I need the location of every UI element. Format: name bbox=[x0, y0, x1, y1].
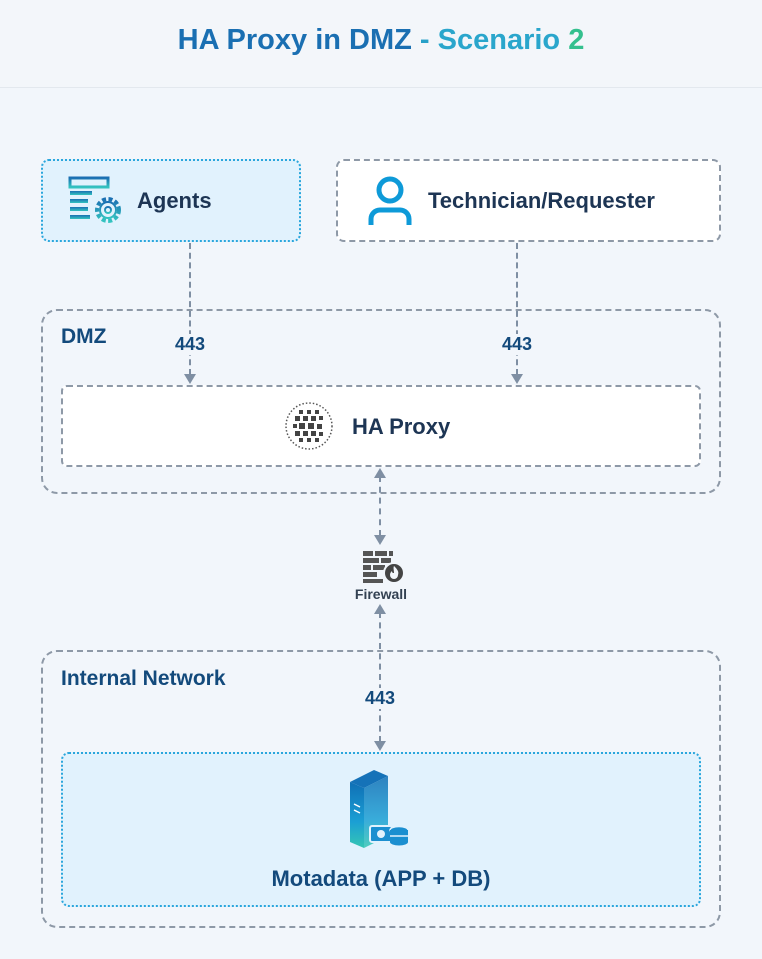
haproxy-logo-icon bbox=[285, 402, 333, 450]
proxy-firewall-connector bbox=[379, 476, 381, 536]
firewall-server-connector bbox=[379, 612, 381, 742]
user-icon bbox=[368, 176, 412, 225]
dmz-label: DMZ bbox=[61, 325, 107, 348]
agents-node[interactable]: Agents bbox=[41, 159, 301, 242]
title-scenario: Scenario bbox=[437, 24, 569, 56]
motadata-server-label: Motadata (APP + DB) bbox=[271, 866, 491, 891]
agents-connector bbox=[189, 243, 191, 375]
firewall-label: Firewall bbox=[354, 586, 408, 602]
title-main: HA Proxy in DMZ bbox=[177, 24, 412, 56]
arrow-down-icon bbox=[374, 741, 386, 751]
internal-network-zone bbox=[41, 650, 721, 928]
arrow-up-icon bbox=[374, 604, 386, 614]
agents-label: Agents bbox=[137, 188, 212, 213]
port-label: 443 bbox=[362, 688, 398, 709]
port-label: 443 bbox=[172, 334, 208, 355]
ha-proxy-node[interactable]: HA Proxy bbox=[61, 385, 701, 467]
title-number: 2 bbox=[568, 24, 585, 56]
motadata-server-node[interactable]: Motadata (APP + DB) bbox=[61, 752, 701, 907]
arrow-down-icon bbox=[511, 374, 523, 384]
header bbox=[0, 0, 762, 88]
ha-proxy-label: HA Proxy bbox=[352, 414, 451, 439]
dmz-zone bbox=[41, 309, 721, 494]
agents-gear-icon bbox=[68, 176, 121, 223]
technician-requester-label: Technician/Requester bbox=[428, 188, 655, 213]
title-separator: - bbox=[411, 24, 438, 56]
internal-network-label: Internal Network bbox=[61, 667, 226, 690]
server-database-icon bbox=[350, 770, 409, 848]
page-title: HA Proxy in DMZ - Scenario 2 bbox=[0, 24, 762, 57]
arrow-up-icon bbox=[374, 468, 386, 478]
port-label: 443 bbox=[499, 334, 535, 355]
arrow-down-icon bbox=[374, 535, 386, 545]
firewall-icon bbox=[363, 551, 405, 584]
technician-requester-node[interactable]: Technician/Requester bbox=[336, 159, 721, 242]
arrow-down-icon bbox=[184, 374, 196, 384]
technician-connector bbox=[516, 243, 518, 375]
